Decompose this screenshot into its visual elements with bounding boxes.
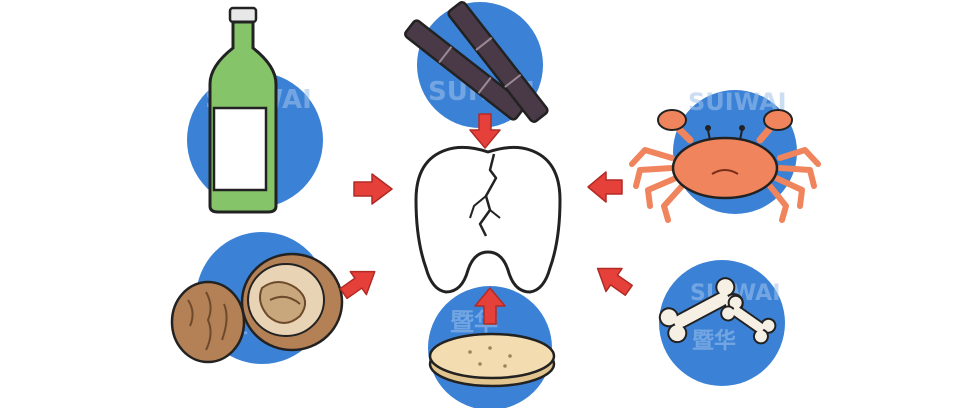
cracker-icon	[428, 332, 556, 388]
arrow-from-walnuts	[339, 270, 376, 300]
arrow-from-crab	[587, 171, 623, 203]
crab-item: SUIWAI	[629, 88, 821, 223]
bone-icon	[658, 277, 777, 345]
crab-icon	[629, 109, 821, 223]
bottle-icon	[208, 6, 278, 214]
watermark-cjk: 暨华	[692, 328, 736, 354]
arrow-from-cracker	[474, 287, 506, 325]
arrow-from-bone	[596, 267, 633, 296]
arrows	[339, 113, 633, 325]
liquor-bottle-item: SUIWAI 暨华	[187, 6, 323, 214]
bone-circle	[659, 260, 785, 386]
sugarcane-item: SUIWAI	[404, 1, 549, 128]
arrow-from-bottle	[353, 173, 393, 205]
walnuts-item: 暨华	[170, 232, 344, 364]
arrow-from-sugarcane	[469, 113, 501, 149]
sugarcane-icon	[404, 1, 549, 123]
bone-item: SUIWAI 暨华	[658, 260, 785, 386]
cracked-tooth-icon	[414, 145, 562, 294]
walnut-icon	[170, 252, 344, 364]
